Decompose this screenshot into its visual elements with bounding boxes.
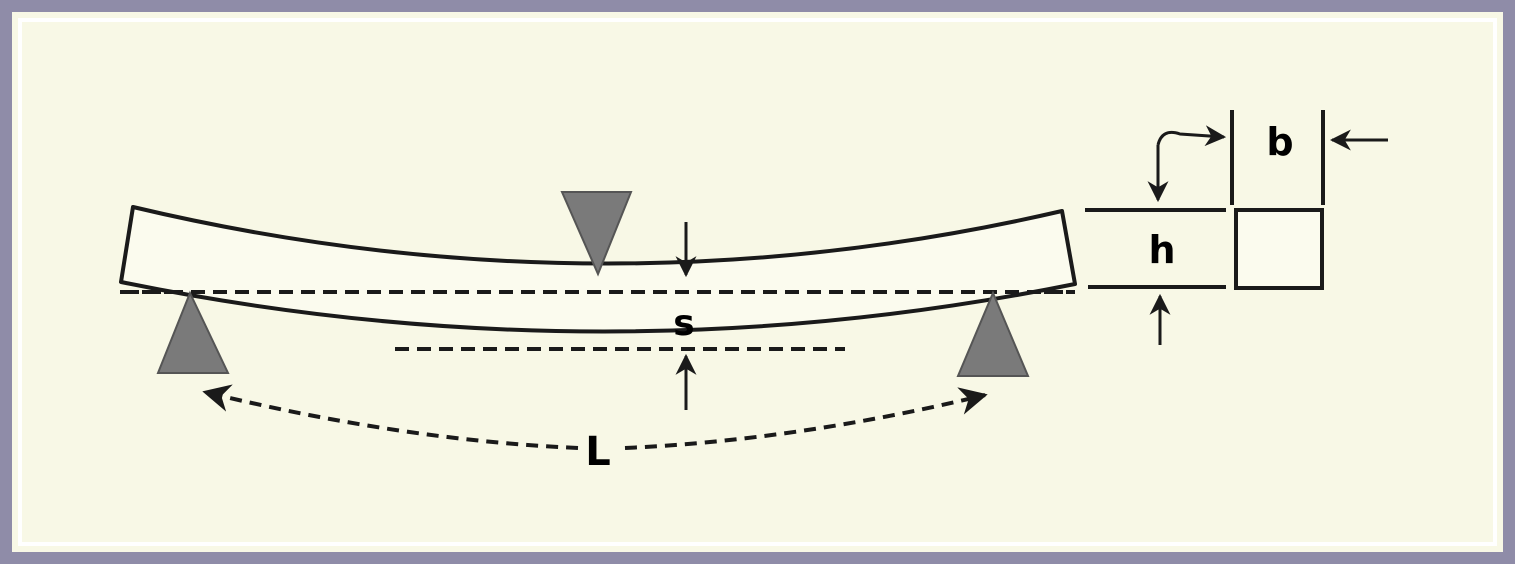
- left-support-triangle: [156, 290, 230, 374]
- width-label: b: [1266, 120, 1293, 164]
- deflection-label: s: [673, 303, 694, 344]
- span-arrow-left: [202, 384, 579, 450]
- width-arrow-left: [1156, 125, 1227, 147]
- frame-inner-border: [18, 18, 1497, 546]
- span-arrow-right: [624, 387, 988, 450]
- height-label: h: [1148, 228, 1175, 272]
- load-triangle: [560, 191, 633, 277]
- cross-section-rect: [1234, 208, 1324, 290]
- span-label: L: [585, 429, 611, 475]
- right-support-triangle: [956, 290, 1030, 377]
